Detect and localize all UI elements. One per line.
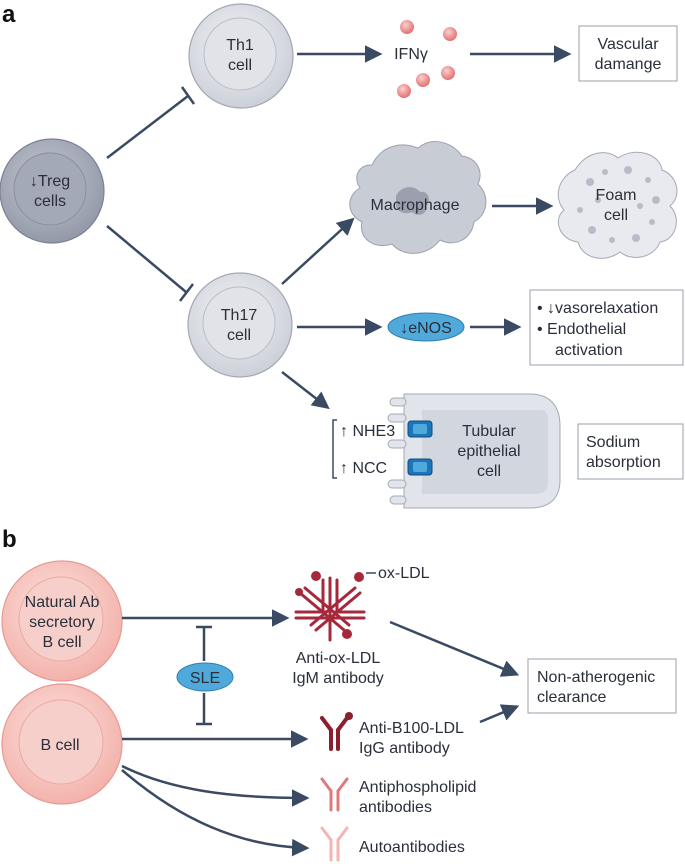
vascular-label-1: Vascular bbox=[597, 36, 659, 53]
tubular-label-3: cell bbox=[477, 463, 501, 480]
igg-label-2: IgG antibody bbox=[359, 740, 450, 757]
th17-cell: Th17 cell bbox=[187, 272, 293, 378]
vascular-label-2: damange bbox=[595, 56, 662, 73]
b-cell-label: B cell bbox=[40, 737, 79, 754]
clearance-label-2: clearance bbox=[537, 689, 606, 706]
arrow-igg-clearance bbox=[479, 704, 520, 724]
b-cell: B cell bbox=[1, 683, 123, 805]
treg-label-1: ↓Treg bbox=[30, 173, 70, 190]
arrow-igm-clearance bbox=[389, 620, 520, 677]
natural-ab-b-cell: Natural Ab secretory B cell bbox=[1, 560, 123, 682]
clearance-label-1: Non-atherogenic bbox=[537, 669, 655, 686]
arrow-th17-macrophage bbox=[281, 217, 355, 285]
ox-ldl-particles bbox=[295, 571, 364, 639]
foam-cell: Foam cell bbox=[557, 151, 678, 259]
sodium-absorption-box: Sodium absorption bbox=[577, 423, 684, 480]
sle-label: SLE bbox=[190, 670, 220, 687]
tubular-label-2: epithelial bbox=[457, 443, 520, 460]
autoantibodies-label: Autoantibodies bbox=[359, 839, 465, 856]
foam-label-2: cell bbox=[604, 207, 628, 224]
sle-oval: SLE bbox=[176, 662, 234, 692]
foam-label-1: Foam bbox=[596, 187, 637, 204]
panel-b-label: b bbox=[2, 526, 17, 553]
apl-label-1: Antiphospholipid bbox=[359, 779, 476, 796]
tubular-epithelial-cell: Tubular epithelial cell bbox=[387, 393, 561, 509]
antiphospholipid-antibody-icon bbox=[320, 777, 349, 812]
igg-label-1: Anti-B100-LDL bbox=[359, 720, 464, 737]
effect-endothelial: • Endothelial bbox=[537, 321, 626, 338]
th1-label-1: Th1 bbox=[226, 37, 254, 54]
ifn-gamma-cytokines: IFNγ bbox=[394, 20, 457, 98]
sodium-label-1: Sodium bbox=[586, 434, 640, 451]
natural-label-3: B cell bbox=[42, 634, 81, 651]
ncc-transporter bbox=[407, 458, 433, 476]
non-atherogenic-clearance-box: Non-atherogenic clearance bbox=[527, 658, 677, 714]
ifn-label: IFNγ bbox=[394, 46, 428, 63]
nhe3-transporter bbox=[407, 420, 433, 438]
ncc-label: ↑ NCC bbox=[340, 460, 387, 477]
sodium-label-2: absorption bbox=[586, 454, 661, 471]
vascular-damage-box: Vascular damange bbox=[578, 25, 678, 82]
arrow-bcell-auto bbox=[121, 769, 310, 857]
ox-ldl-label: ox-LDL bbox=[378, 565, 430, 582]
nhe3-label: ↑ NHE3 bbox=[340, 423, 395, 440]
igg-antibody-icon bbox=[320, 716, 349, 751]
macrophage-label: Macrophage bbox=[371, 197, 460, 214]
treg-label-2: cells bbox=[34, 193, 66, 210]
arrow-bcell-apl bbox=[121, 764, 310, 807]
igm-label-2: IgM antibody bbox=[292, 670, 384, 687]
effect-activation: activation bbox=[555, 342, 623, 359]
igm-label-1: Anti-ox-LDL bbox=[296, 650, 381, 667]
b100-ldl-particle bbox=[345, 712, 353, 720]
endothelial-effects-box: • ↓vasorelaxation • Endothelial activati… bbox=[529, 289, 684, 366]
enos-oval: ↓eNOS bbox=[387, 312, 465, 342]
natural-label-2: secretory bbox=[29, 614, 95, 631]
enos-label: ↓eNOS bbox=[400, 320, 452, 337]
treg-cell: ↓Treg cells bbox=[0, 138, 105, 244]
effect-vasorelaxation: • ↓vasorelaxation bbox=[537, 300, 658, 317]
transporter-bracket bbox=[332, 419, 337, 479]
th1-cell: Th1 cell bbox=[188, 3, 294, 109]
autoantibody-icon bbox=[320, 826, 349, 862]
inhibit-treg-th1 bbox=[106, 86, 196, 159]
th17-label-1: Th17 bbox=[221, 307, 258, 324]
th17-label-2: cell bbox=[227, 327, 251, 344]
igm-antibody-icon bbox=[294, 576, 366, 642]
sle-inhibition bbox=[196, 625, 212, 726]
panel-a-label: a bbox=[2, 1, 16, 28]
th1-label-2: cell bbox=[228, 57, 252, 74]
arrow-th17-tubular bbox=[281, 371, 330, 410]
natural-label-1: Natural Ab bbox=[25, 594, 100, 611]
macrophage: Macrophage bbox=[349, 141, 487, 254]
tubular-label-1: Tubular bbox=[462, 423, 516, 440]
apl-label-2: antibodies bbox=[359, 799, 432, 816]
inhibit-treg-th17 bbox=[106, 225, 194, 302]
